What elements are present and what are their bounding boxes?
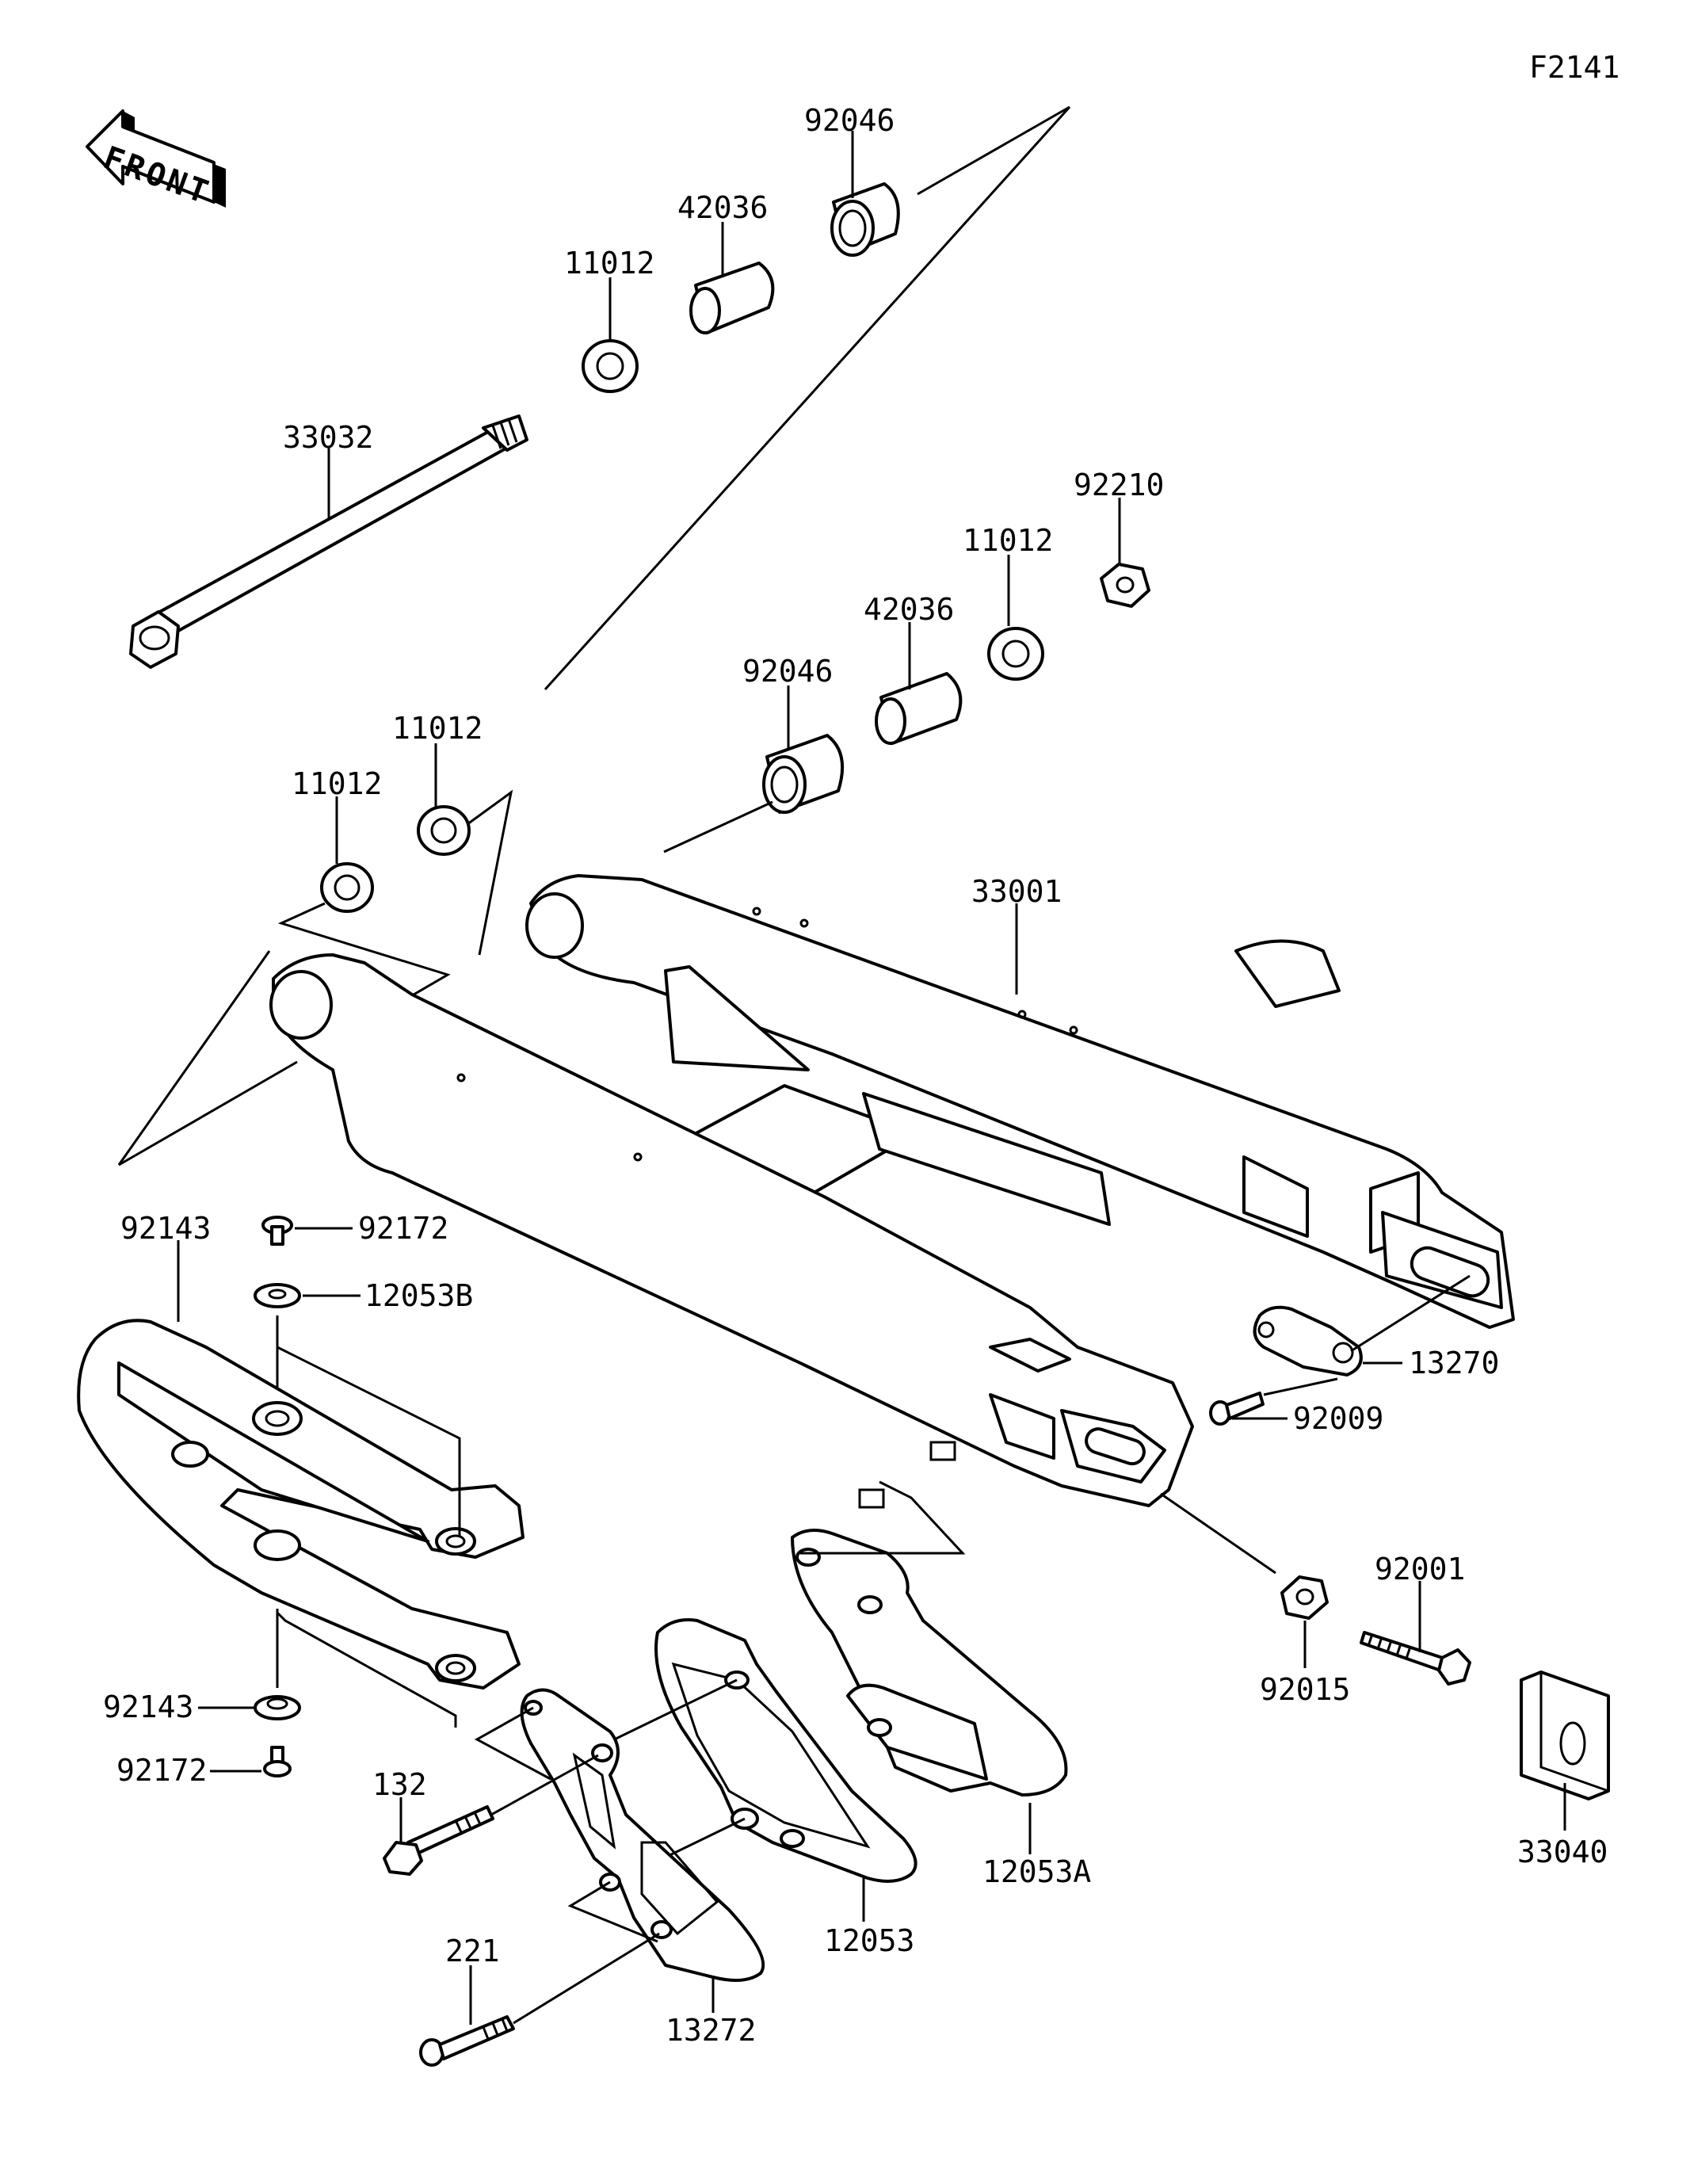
seal-11012-mid	[987, 627, 1044, 681]
label-92143-top: 12053B	[364, 1278, 473, 1313]
bolt-92001	[1360, 1631, 1471, 1686]
label-33040: 33040	[1517, 1835, 1608, 1869]
chain-guide-12053A	[791, 1529, 1068, 1796]
label-13270: 13270	[1409, 1346, 1499, 1380]
label-92143-bot: 92143	[103, 1690, 193, 1724]
label-12053: 12053	[824, 1923, 914, 1958]
label-92001: 92001	[1375, 1552, 1465, 1586]
label-11012-left1: 11012	[292, 766, 382, 801]
swingarm-33001	[269, 874, 1515, 1509]
label-11012-left2: 11012	[392, 711, 483, 746]
label-12053A: 12053A	[982, 1854, 1091, 1889]
plate-13272	[520, 1688, 765, 1982]
label-92172-top: 92172	[358, 1211, 448, 1246]
label-92009: 92009	[1293, 1401, 1383, 1436]
label-13272: 13272	[666, 2013, 756, 2048]
nut-92210	[1100, 563, 1150, 608]
chain-guide-12053B	[77, 1319, 525, 1690]
nut-92015	[1280, 1575, 1329, 1620]
screw-221	[419, 2015, 515, 2067]
washer-92143-top	[254, 1283, 301, 1308]
front-arrow-icon: FRONT	[86, 109, 226, 212]
label-42036-mid: 42036	[864, 592, 954, 627]
label-92210: 92210	[1074, 468, 1164, 502]
seal-11012-left2	[417, 805, 471, 856]
figure-code: F2141	[1529, 50, 1619, 85]
label-221: 221	[445, 1934, 500, 1968]
label-42036-top: 42036	[677, 190, 768, 225]
pivot-shaft-33032	[129, 414, 528, 669]
block-33040	[1520, 1670, 1610, 1800]
label-12053B: 92143	[120, 1211, 211, 1246]
label-11012-top: 11012	[564, 246, 654, 281]
bearing-92046-mid	[762, 734, 845, 814]
seal-11012-top	[582, 339, 639, 393]
bearing-92046-top	[830, 182, 900, 257]
sleeve-42036-top	[689, 262, 775, 334]
plate-13270	[1253, 1305, 1363, 1376]
chain-guide-12053	[654, 1618, 917, 1883]
screw-92009	[1209, 1392, 1265, 1426]
label-11012-mid: 11012	[963, 523, 1053, 558]
label-132: 132	[372, 1767, 427, 1802]
washer-92143-bot	[254, 1695, 301, 1720]
sleeve-42036-mid	[875, 672, 963, 745]
screw-92172-bot	[263, 1746, 292, 1777]
bolt-132	[383, 1805, 494, 1876]
label-92046-mid: 92046	[742, 654, 833, 689]
label-92015: 92015	[1260, 1672, 1350, 1707]
label-92046-top: 92046	[804, 103, 895, 138]
label-92172-bot: 92172	[116, 1753, 207, 1788]
label-33001: 33001	[971, 874, 1062, 909]
label-33032: 33032	[283, 420, 373, 455]
seal-11012-left1	[320, 862, 374, 913]
screw-92172-top	[261, 1216, 293, 1246]
